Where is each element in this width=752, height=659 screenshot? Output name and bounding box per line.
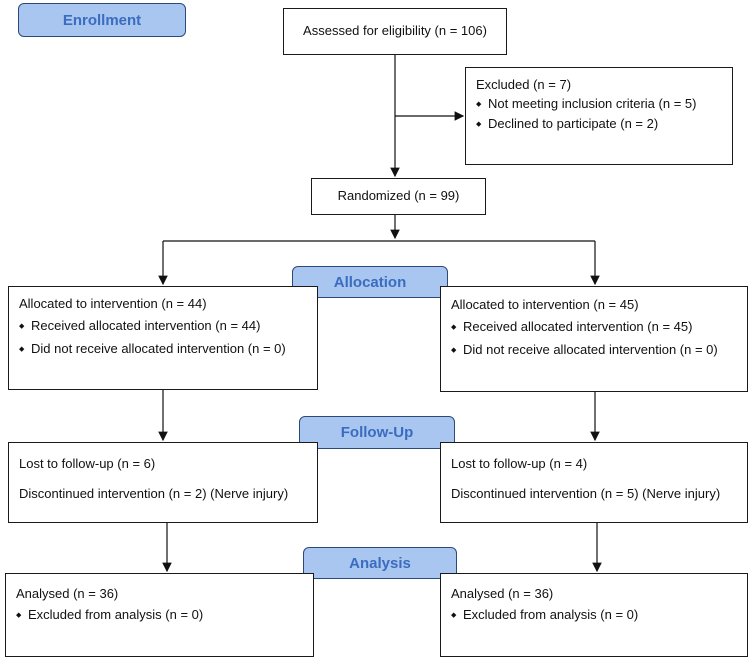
analysis-right-item: Excluded from analysis (n = 0) [451, 607, 747, 623]
stage-enrollment: Enrollment [18, 3, 186, 37]
randomized-box: Randomized (n = 99) [311, 178, 486, 215]
randomized-text: Randomized (n = 99) [337, 188, 460, 204]
excluded-item: Not meeting inclusion criteria (n = 5) [476, 96, 732, 112]
excluded-item: Declined to participate (n = 2) [476, 116, 732, 132]
allocation-left-box: Allocated to intervention (n = 44) Recei… [8, 286, 318, 390]
allocation-right-title: Allocated to intervention (n = 45) [451, 297, 639, 312]
followup-left-discontinued: Discontinued intervention (n = 2) (Nerve… [19, 486, 289, 502]
analysis-left-title: Analysed (n = 36) [16, 586, 119, 601]
followup-left-lost: Lost to follow-up (n = 6) [19, 456, 156, 471]
stage-allocation: Allocation [292, 266, 448, 298]
followup-right-discontinued: Discontinued intervention (n = 5) (Nerve… [451, 486, 721, 502]
allocation-left-item: Received allocated intervention (n = 44) [19, 318, 317, 334]
assessed-text: Assessed for eligibility (n = 106) [303, 23, 487, 39]
excluded-title: Excluded (n = 7) [476, 77, 572, 92]
analysis-right-box: Analysed (n = 36) Excluded from analysis… [440, 573, 748, 657]
assessed-box: Assessed for eligibility (n = 106) [283, 8, 507, 55]
analysis-right-title: Analysed (n = 36) [451, 586, 554, 601]
followup-right-box: Lost to follow-up (n = 4) Discontinued i… [440, 442, 748, 523]
allocation-left-item: Did not receive allocated intervention (… [19, 341, 317, 357]
stage-analysis: Analysis [303, 547, 457, 579]
analysis-left-item: Excluded from analysis (n = 0) [16, 607, 313, 623]
allocation-right-box: Allocated to intervention (n = 45) Recei… [440, 286, 748, 392]
followup-right-lost: Lost to follow-up (n = 4) [451, 456, 588, 471]
excluded-box: Excluded (n = 7) Not meeting inclusion c… [465, 67, 733, 165]
followup-left-box: Lost to follow-up (n = 6) Discontinued i… [8, 442, 318, 523]
allocation-left-title: Allocated to intervention (n = 44) [19, 296, 207, 311]
analysis-left-box: Analysed (n = 36) Excluded from analysis… [5, 573, 314, 657]
allocation-right-item: Received allocated intervention (n = 45) [451, 319, 747, 335]
stage-followup: Follow-Up [299, 416, 455, 449]
allocation-right-item: Did not receive allocated intervention (… [451, 342, 747, 358]
